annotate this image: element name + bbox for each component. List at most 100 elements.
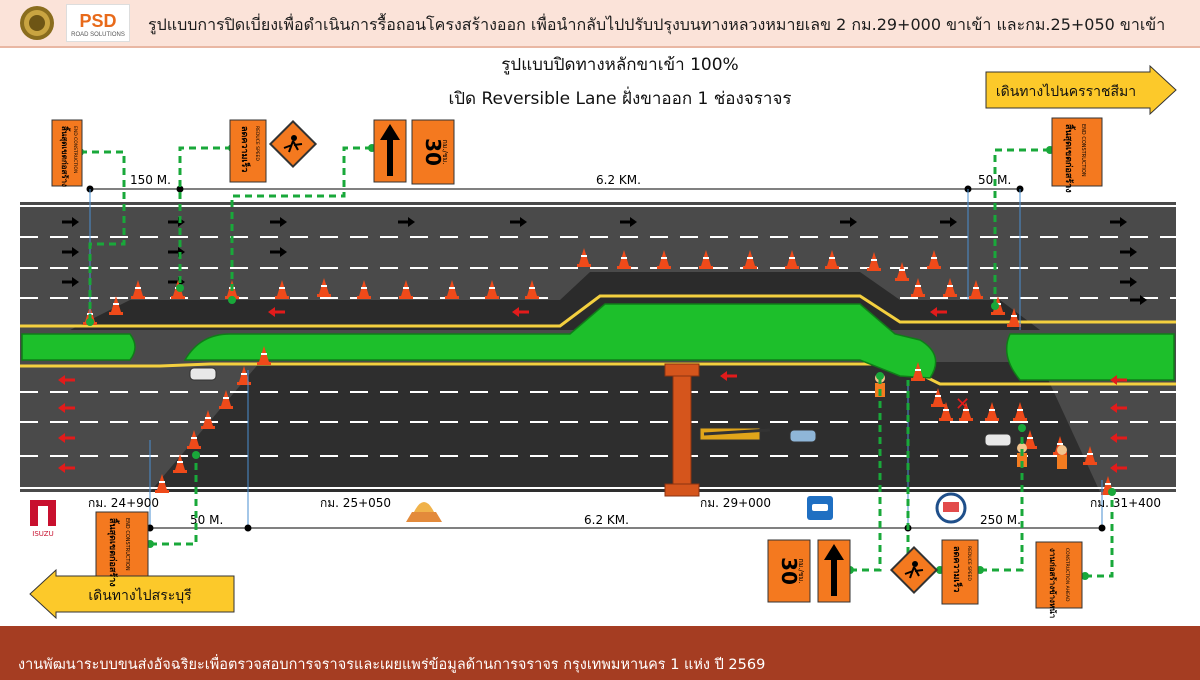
traffic-cone-icon bbox=[895, 262, 909, 281]
svg-text:สิ้นสุดเขตก่อสร้าง: สิ้นสุดเขตก่อสร้าง bbox=[1063, 123, 1076, 192]
red-arrow-icon bbox=[1110, 463, 1127, 473]
worker-warning-sign-bottom bbox=[889, 545, 939, 595]
svg-text:สิ้นสุดเขตก่อสร้าง: สิ้นสุดเขตก่อสร้าง bbox=[107, 517, 120, 586]
dimension-top bbox=[86, 185, 1024, 193]
svg-text:REDUCE SPEED: REDUCE SPEED bbox=[966, 546, 972, 581]
header-bar: PSD ROAD SOLUTIONS รูปแบบการปิดเบี่ยงเพื… bbox=[0, 0, 1200, 48]
traffic-cone-icon bbox=[317, 278, 331, 297]
black-arrow-icon bbox=[1130, 295, 1147, 305]
vehicle-icon bbox=[789, 429, 817, 443]
traffic-cone-icon bbox=[155, 474, 169, 493]
traffic-cone-icon bbox=[939, 402, 953, 421]
svg-text:END CONSTRUCTION: END CONSTRUCTION bbox=[124, 518, 130, 571]
traffic-cone-icon bbox=[257, 346, 271, 365]
black-arrow-icon bbox=[940, 217, 957, 227]
keep-straight-sign-bottom bbox=[817, 539, 851, 603]
black-arrow-icon bbox=[840, 217, 857, 227]
traffic-cone-icon bbox=[927, 250, 941, 269]
red-arrow-icon bbox=[1110, 403, 1127, 413]
traffic-cone-icon bbox=[237, 366, 251, 385]
traffic-cone-icon bbox=[657, 250, 671, 269]
traffic-cone-icon bbox=[1013, 402, 1027, 421]
page-title: รูปแบบการปิดเบี่ยงเพื่อดำเนินการรื้อถอนโ… bbox=[148, 15, 1166, 34]
traffic-diagram: รูปแบบปิดทางหลักขาเข้า 100% เปิด Reversi… bbox=[20, 55, 1177, 620]
shop-icon bbox=[935, 492, 967, 524]
vehicle-icon bbox=[984, 433, 1012, 447]
worker-icon bbox=[1017, 443, 1027, 467]
dim-bottom-right: 250 M. bbox=[980, 513, 1021, 527]
svg-text:ลดความเร็ว: ลดความเร็ว bbox=[951, 546, 964, 592]
isuzu-logo: ISUZU bbox=[30, 500, 56, 538]
reduce-speed-sign-bottom: ลดความเร็ว REDUCE SPEED bbox=[941, 539, 979, 605]
parking-icon bbox=[807, 496, 833, 520]
vehicle-icon bbox=[189, 367, 217, 381]
isuzu-brand-label: ISUZU bbox=[32, 530, 53, 538]
traffic-cone-icon bbox=[699, 250, 713, 269]
svg-text:กม./ชม.: กม./ชม. bbox=[797, 558, 805, 583]
black-arrow-icon bbox=[398, 217, 415, 227]
black-arrow-icon bbox=[270, 217, 287, 227]
dim-bottom-mid: 6.2 KM. bbox=[584, 513, 629, 527]
traffic-cone-icon bbox=[911, 362, 925, 381]
traffic-cone-icon bbox=[1101, 476, 1115, 495]
diagram-title: รูปแบบปิดทางหลักขาเข้า 100% bbox=[501, 55, 738, 75]
traffic-cone-icon bbox=[219, 390, 233, 409]
traffic-cone-icon bbox=[173, 454, 187, 473]
end-construction-sign-top-left: สิ้นสุดเขตก่อสร้าง END CONSTRUCTION bbox=[51, 119, 83, 187]
worker-warning-sign-top bbox=[268, 119, 318, 169]
black-arrow-icon bbox=[1110, 217, 1127, 227]
red-arrow-icon bbox=[1110, 433, 1127, 443]
black-arrow-icon bbox=[510, 217, 527, 227]
black-arrow-icon bbox=[62, 217, 79, 227]
traffic-cone-icon bbox=[187, 430, 201, 449]
end-construction-sign-bottom-left: สิ้นสุดเขตก่อสร้าง END CONSTRUCTION bbox=[95, 511, 149, 587]
dim-top-mid: 6.2 KM. bbox=[596, 173, 641, 187]
footer-text: งานพัฒนาระบบขนส่งอัจฉริยะเพื่อตรวจสอบการ… bbox=[18, 657, 766, 673]
gantry-structure bbox=[664, 363, 700, 497]
dim-top-left: 150 M. bbox=[130, 173, 171, 187]
sign-callouts bbox=[80, 146, 1114, 578]
outbound-arrows bbox=[58, 307, 1127, 473]
svg-text:สิ้นสุดเขตก่อสร้าง: สิ้นสุดเขตก่อสร้าง bbox=[59, 126, 71, 187]
traffic-cone-icon bbox=[617, 250, 631, 269]
km-end-label: กม. 31+400 bbox=[1090, 496, 1161, 510]
red-arrow-icon bbox=[58, 375, 75, 385]
red-arrow-icon bbox=[930, 307, 947, 317]
black-arrow-icon bbox=[62, 247, 79, 257]
red-arrow-icon bbox=[58, 433, 75, 443]
traffic-cone-icon bbox=[1083, 446, 1097, 465]
traffic-cone-icon bbox=[201, 410, 215, 429]
km-temple-label: กม. 25+050 bbox=[320, 496, 391, 510]
traffic-cone-icon bbox=[959, 402, 973, 421]
red-arrow-icon bbox=[512, 307, 529, 317]
svg-text:END CONSTRUCTION: END CONSTRUCTION bbox=[72, 126, 78, 173]
lane-markings bbox=[20, 236, 1176, 457]
km-start-label: กม. 24+900 bbox=[88, 496, 159, 510]
traffic-cone-icon bbox=[743, 250, 757, 269]
temple-icon bbox=[406, 502, 442, 522]
traffic-cone-icon bbox=[525, 280, 539, 299]
diagram-subtitle: เปิด Reversible Lane ฝั่งขาออก 1 ช่องจรา… bbox=[448, 86, 791, 109]
closure-x-icon: ✕ bbox=[955, 394, 970, 415]
black-arrow-icon bbox=[270, 247, 287, 257]
svg-text:END CONSTRUCTION: END CONSTRUCTION bbox=[1080, 124, 1086, 177]
traffic-cones bbox=[83, 248, 1115, 495]
direction-label-top: เดินทางไปนครราชสีมา bbox=[996, 83, 1136, 100]
traffic-cone-icon bbox=[577, 248, 591, 267]
svg-text:กม./ชม.: กม./ชม. bbox=[441, 139, 449, 164]
red-arrow-icon bbox=[720, 371, 737, 381]
speed-limit-sign-bottom: 30 กม./ชม. bbox=[767, 539, 811, 603]
red-arrow-icon bbox=[1110, 375, 1127, 385]
psd-logo-subtext: ROAD SOLUTIONS bbox=[71, 32, 125, 38]
traffic-cone-icon bbox=[131, 280, 145, 299]
svg-text:REDUCE SPEED: REDUCE SPEED bbox=[254, 126, 260, 161]
traffic-cone-icon bbox=[867, 252, 881, 271]
worker-icon bbox=[1057, 445, 1067, 469]
black-arrow-icon bbox=[62, 277, 79, 287]
psd-logo: PSD ROAD SOLUTIONS bbox=[66, 4, 130, 42]
traffic-cone-icon bbox=[985, 402, 999, 421]
traffic-cone-icon bbox=[485, 280, 499, 299]
end-construction-sign-top-right: สิ้นสุดเขตก่อสร้าง END CONSTRUCTION bbox=[1051, 117, 1103, 193]
black-arrow-icon bbox=[1120, 277, 1137, 287]
red-arrow-icon bbox=[58, 463, 75, 473]
